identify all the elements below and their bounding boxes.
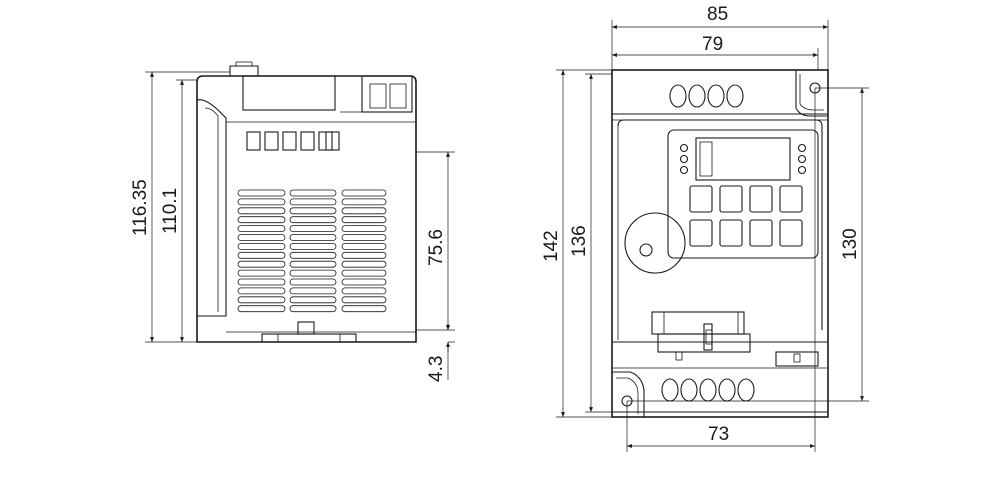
vent-slot	[341, 251, 387, 259]
vent-slot	[341, 242, 387, 250]
front-view: 85 79 73 142 136 130	[541, 4, 869, 452]
vent-slot	[289, 278, 337, 286]
front-top-mount-ear	[795, 70, 828, 117]
vent-slot	[341, 234, 387, 241]
vent-slot	[289, 269, 337, 277]
dim-front-height-total: 142	[541, 230, 562, 262]
vent-slot	[341, 216, 387, 224]
control-knob	[624, 212, 686, 274]
dim-front-width-body: 79	[702, 34, 723, 55]
vent-slot	[237, 242, 286, 250]
side-foot	[261, 333, 357, 343]
vent-slot	[237, 251, 286, 259]
vent-slot	[341, 198, 387, 206]
knob-indicator	[639, 243, 653, 257]
vent-slot	[289, 260, 337, 268]
side-top-block	[242, 75, 336, 111]
vent-slot	[289, 287, 337, 295]
vent-slot	[289, 251, 337, 259]
vent-slot	[289, 305, 337, 313]
vent-slot	[341, 278, 387, 286]
dim-front-width-total: 85	[707, 4, 728, 25]
vent-slot	[237, 216, 286, 224]
terminal-block	[651, 311, 819, 367]
vent-slot	[237, 287, 286, 295]
side-vent-grille	[237, 189, 387, 313]
vent-slot	[289, 207, 337, 215]
keypad-buttons	[689, 185, 803, 247]
vent-slot	[341, 225, 387, 233]
vent-slot	[341, 305, 387, 313]
dim-front-height-body: 136	[569, 225, 590, 257]
vent-slot	[289, 242, 337, 250]
indicator-leds	[679, 143, 807, 175]
vent-slot	[237, 278, 286, 286]
vent-slot	[237, 296, 286, 304]
vent-slot	[237, 234, 286, 241]
dim-side-depth-foot: 4.3	[426, 356, 447, 382]
vent-slot	[237, 305, 286, 313]
dim-side-height-body: 110.1	[160, 188, 181, 234]
vent-slot	[237, 189, 286, 197]
side-right-clip	[361, 75, 413, 113]
side-view: 116.35 110.1 75.6 4.3	[130, 61, 455, 382]
side-front-lip	[196, 99, 227, 317]
keypad-panel	[667, 129, 819, 259]
vent-slot	[237, 198, 286, 206]
dim-front-height-mount: 130	[840, 228, 861, 260]
dim-side-depth-upper: 75.6	[426, 229, 447, 266]
vent-slot	[341, 287, 387, 295]
front-bottom-mount-ear	[612, 371, 645, 417]
vent-slot	[341, 296, 387, 304]
side-top-tab	[229, 65, 259, 76]
vent-slot	[237, 260, 286, 268]
vent-slot	[341, 207, 387, 215]
vent-slot	[289, 234, 337, 241]
side-slot-row	[246, 131, 340, 151]
vent-slot	[237, 225, 286, 233]
display-window	[695, 137, 791, 181]
vent-slot	[341, 269, 387, 277]
front-outline	[611, 69, 829, 418]
dim-side-height-total: 116.35	[130, 179, 151, 236]
front-top-ovals	[669, 84, 744, 108]
vent-slot	[341, 189, 387, 197]
vent-slot	[237, 269, 286, 277]
vent-slot	[289, 225, 337, 233]
dim-front-width-mount: 73	[708, 424, 729, 445]
side-outline	[196, 75, 417, 343]
vent-slot	[341, 260, 387, 268]
front-bottom-ovals	[661, 378, 755, 402]
vent-slot	[237, 207, 286, 215]
vent-slot	[289, 296, 337, 304]
vent-slot	[289, 198, 337, 206]
vent-slot	[289, 189, 337, 197]
vent-slot	[289, 216, 337, 224]
